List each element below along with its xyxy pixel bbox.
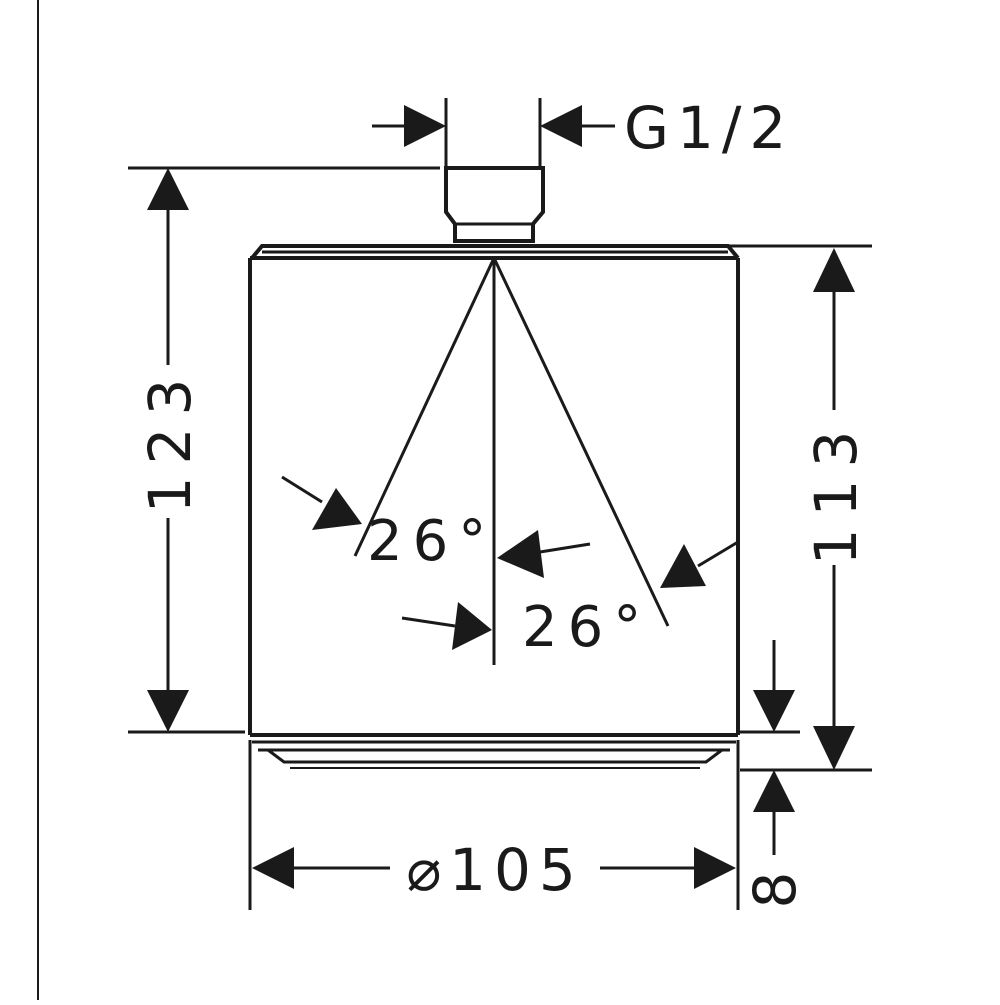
spray-line-left [353,257,496,557]
angle-axis-leader-shaft [401,616,456,628]
thickness-arrow-bottom-head [753,770,795,812]
diameter-arrow-right-head [694,847,736,889]
top-cap [250,244,740,260]
body-arrow-top-head [813,248,855,292]
dim-body-height: 113 [545,244,872,772]
total-height-label: 123 [136,367,204,514]
thread-arrow-left-head [404,105,446,147]
dim-diameter: ⌀105 [248,740,740,910]
height-arrow-top-head [147,168,189,210]
angle-left-leader-head [312,488,362,530]
spray-face [267,748,723,764]
angle-center-leader-shaft [539,542,591,554]
spray-angle-lines [353,257,670,665]
dim-angle-left: 26° [281,475,591,578]
angle-axis-leader-head [452,602,492,650]
dim-thread: G1/2 [372,94,794,168]
angle-right-leader-head [660,544,706,588]
connector-nut [444,166,545,243]
height-arrow-bottom-head [147,690,189,732]
dim-angle-right: 26° [401,540,739,660]
diameter-arrow-left-head [252,847,294,889]
angle-right-label: 26° [522,595,651,660]
angle-center-leader-head [497,530,544,578]
thickness-arrow-top-head [753,690,795,732]
thickness-label: 8 [741,872,809,909]
spray-line-right [492,257,670,627]
angle-right-leader-shaft [697,540,739,568]
angle-left-label: 26° [367,509,496,574]
dim-total-height: 123 [128,166,440,734]
body-arrow-bottom-head [813,726,855,770]
thread-label: G1/2 [624,94,794,162]
dim-bottom-thickness: 8 [741,640,809,908]
diameter-label: ⌀105 [406,836,584,904]
shower-head-outline [248,166,740,769]
thread-arrow-right-head [540,105,582,147]
body-height-label: 113 [802,419,870,566]
angle-left-leader-shaft [281,475,323,504]
